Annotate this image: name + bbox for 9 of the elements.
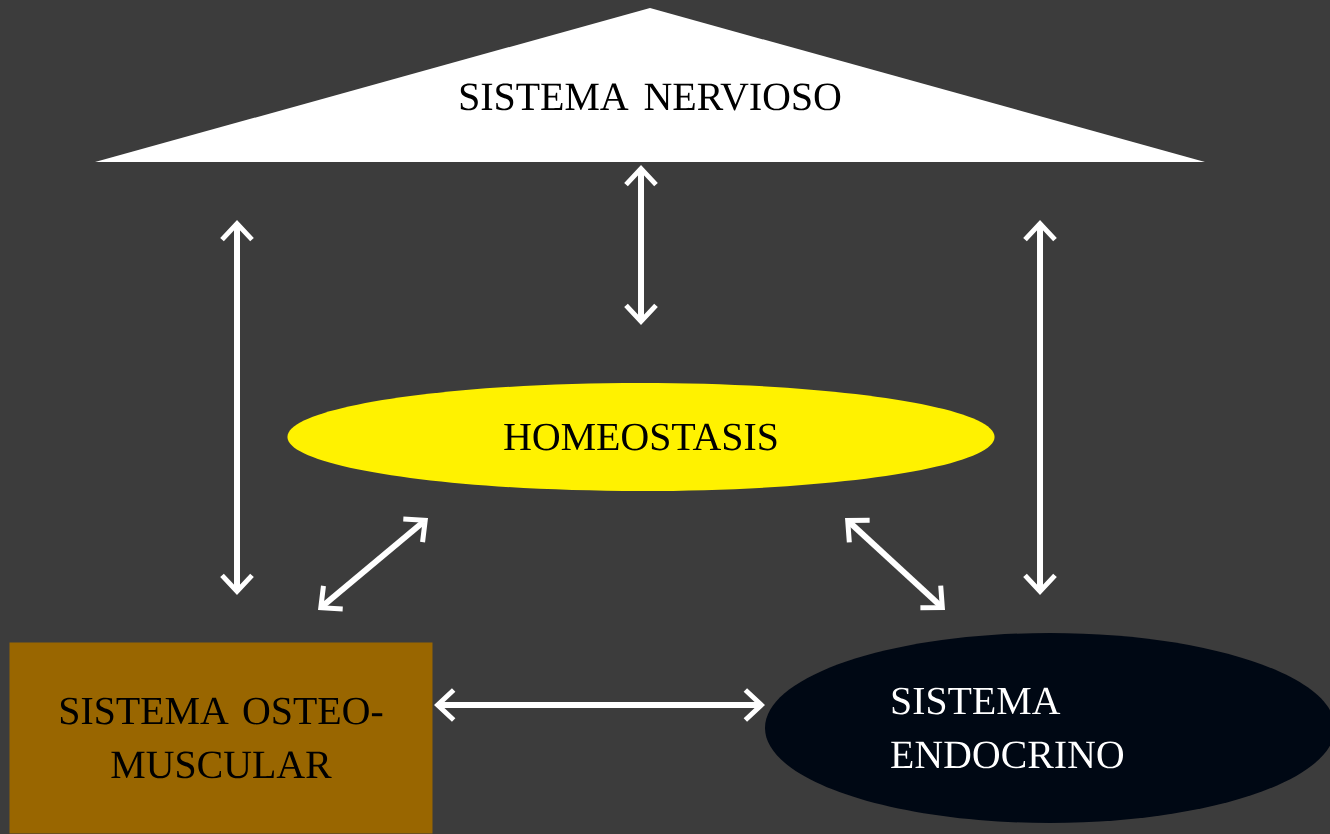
ellipse-node: HOMEOSTASIS: [287, 383, 995, 491]
arrow: [1023, 220, 1057, 595]
arrow: [318, 516, 428, 612]
process-box: SISTEMA OSTEO- MUSCULAR: [9, 642, 433, 834]
arrow: [220, 220, 254, 595]
arrow: [624, 165, 658, 325]
arrow: [845, 517, 946, 611]
roof-triangle: SISTEMA NERVIOSO: [95, 8, 1205, 162]
arrow: [434, 688, 765, 722]
